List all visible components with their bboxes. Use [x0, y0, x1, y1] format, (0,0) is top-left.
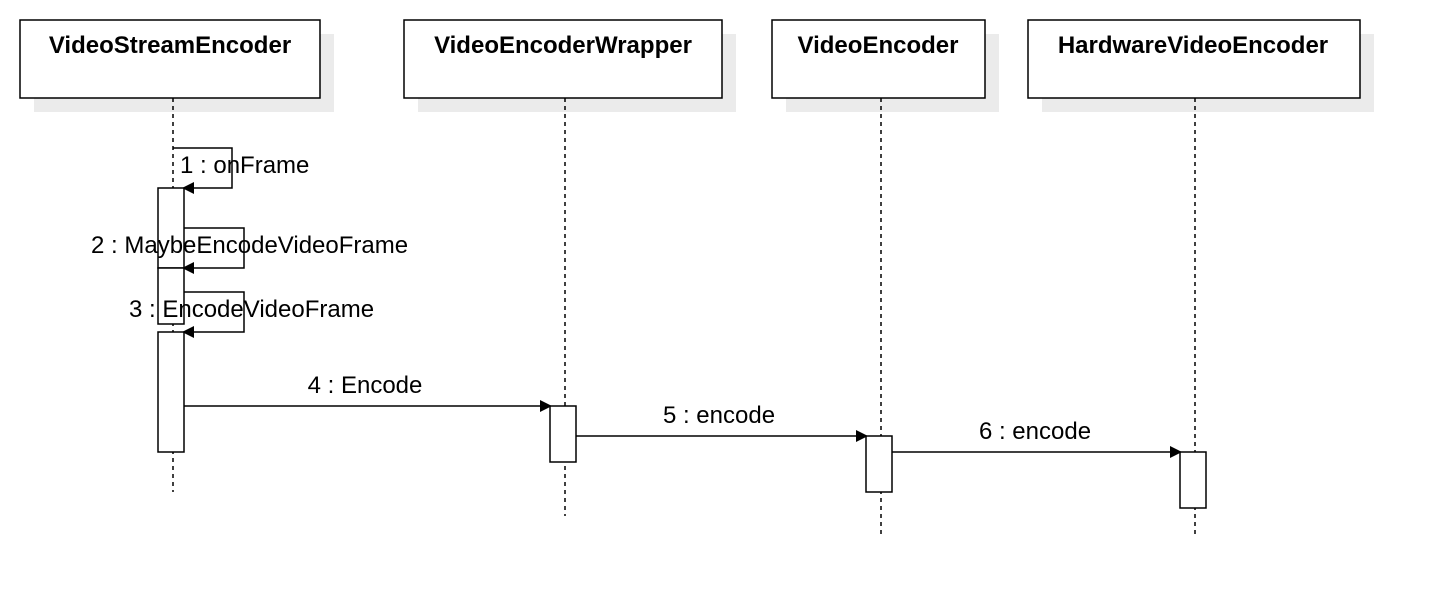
message-arrow	[182, 291, 245, 338]
lifeline-head-box	[1027, 19, 1361, 99]
activation-bar	[1179, 451, 1207, 509]
lifeline-hardwarevideoencoder: HardwareVideoEncoder	[1027, 19, 1374, 538]
message-6-encode: 6 : encode	[892, 418, 1182, 458]
message-label: 3 : EncodeVideoFrame	[129, 296, 374, 323]
lifeline-videostreamencoder: VideoStreamEncoder	[19, 19, 334, 492]
lifeline-head-label: VideoEncoderWrapper	[434, 32, 692, 59]
message-1-onframe: 1 : onFrame	[173, 147, 309, 194]
lifeline-videoencoderwrapper: VideoEncoderWrapper	[403, 19, 736, 516]
activation-bar	[157, 267, 185, 325]
lifeline-head-label: VideoEncoder	[798, 32, 959, 59]
message-2-maybeencodevideoframe: 2 : MaybeEncodeVideoFrame	[91, 227, 408, 274]
message-label: 2 : MaybeEncodeVideoFrame	[91, 232, 408, 259]
activation-bar	[157, 331, 185, 453]
message-label: 6 : encode	[979, 418, 1091, 445]
activation-bar	[865, 435, 893, 493]
lifeline-head-box	[19, 19, 321, 99]
lifeline-videoencoder: VideoEncoder	[771, 19, 999, 538]
message-4-encode: 4 : Encode	[184, 372, 552, 412]
message-label: 5 : encode	[663, 402, 775, 429]
message-label: 1 : onFrame	[180, 152, 309, 179]
message-3-encodevideoframe: 3 : EncodeVideoFrame	[129, 291, 374, 338]
message-label: 4 : Encode	[308, 372, 423, 399]
message-5-encode: 5 : encode	[576, 402, 868, 442]
lifeline-head-label: HardwareVideoEncoder	[1058, 32, 1328, 59]
activation-bar	[157, 187, 185, 269]
message-arrow	[182, 227, 245, 274]
activation-bar	[549, 405, 577, 463]
message-arrow	[173, 147, 233, 194]
lifeline-head-label: VideoStreamEncoder	[49, 32, 291, 59]
lifeline-head-box	[403, 19, 723, 99]
lifeline-head-box	[771, 19, 986, 99]
